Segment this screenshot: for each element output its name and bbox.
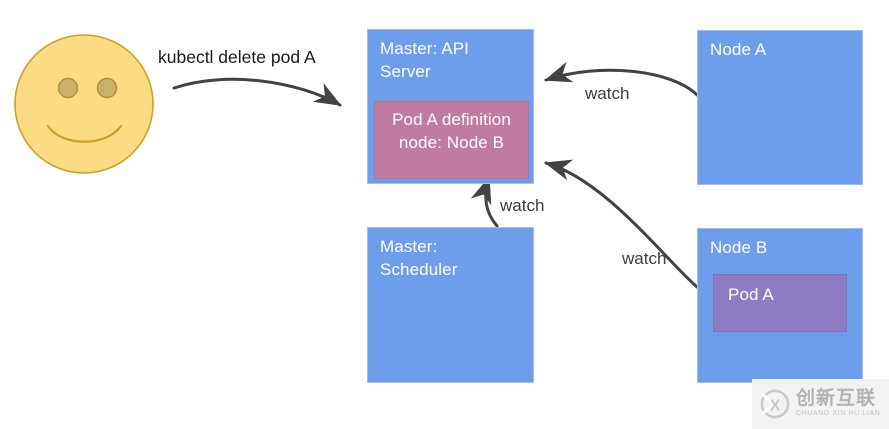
box-node-a[interactable]: Node A bbox=[697, 30, 863, 185]
box-pod-a-label: Pod A bbox=[728, 285, 774, 304]
box-master-scheduler-label: Master: Scheduler bbox=[380, 237, 458, 279]
smiley-face-icon bbox=[14, 34, 154, 174]
edge-user-to-api-arrow bbox=[172, 77, 342, 107]
edge-node-b-watch-arrow bbox=[544, 159, 699, 289]
box-master-api-server[interactable]: Master: API Server Pod A definition node… bbox=[367, 29, 534, 184]
edge-node-a-watch-arrow bbox=[544, 61, 699, 97]
edge-label-node-a-watch: watch bbox=[585, 84, 630, 103]
box-master-scheduler[interactable]: Master: Scheduler bbox=[367, 227, 534, 383]
box-node-b[interactable]: Node B Pod A bbox=[697, 228, 863, 383]
edge-scheduler-watch-arrow bbox=[470, 176, 499, 228]
watermark-logo-letter: X bbox=[770, 398, 781, 415]
edge-label-node-b-watch: watch bbox=[622, 249, 667, 268]
edge-label-scheduler-watch: watch bbox=[500, 196, 545, 215]
watermark-cn-text: 创新互联 bbox=[796, 388, 877, 409]
box-node-b-label: Node B bbox=[710, 238, 768, 257]
watermark: X 创新互联 CHUANG XIN HU LIAN bbox=[752, 379, 889, 429]
command-label: kubectl delete pod A bbox=[158, 47, 316, 67]
box-pod-a-definition-label: Pod A definition node: Node B bbox=[392, 110, 511, 152]
box-pod-a[interactable]: Pod A bbox=[713, 274, 847, 332]
box-node-a-label: Node A bbox=[710, 40, 767, 59]
watermark-logo-icon: X bbox=[760, 389, 790, 419]
box-master-api-server-label: Master: API Server bbox=[380, 39, 469, 81]
box-pod-a-definition[interactable]: Pod A definition node: Node B bbox=[374, 101, 529, 179]
watermark-pinyin-text: CHUANG XIN HU LIAN bbox=[796, 410, 881, 417]
